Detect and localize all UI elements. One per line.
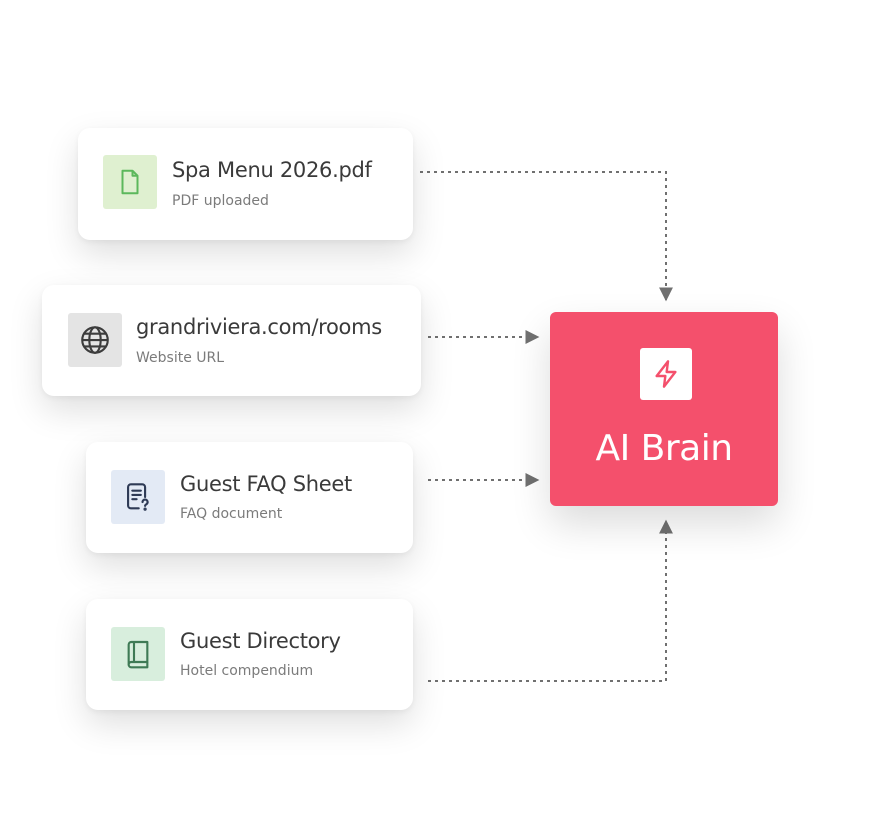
connector-directory <box>428 519 673 682</box>
book-icon <box>111 627 165 681</box>
source-subtitle: FAQ document <box>180 506 283 522</box>
ai-brain-node: AI Brain <box>550 312 778 506</box>
globe-icon <box>68 313 122 367</box>
source-card-spa-menu[interactable]: Spa Menu 2026.pdf PDF uploaded <box>78 128 413 240</box>
source-subtitle: PDF uploaded <box>172 193 269 209</box>
source-card-website[interactable]: grandriviera.com/rooms Website URL <box>42 285 421 396</box>
source-title: Guest FAQ Sheet <box>180 472 352 496</box>
source-title: Spa Menu 2026.pdf <box>172 158 372 182</box>
source-card-directory[interactable]: Guest Directory Hotel compendium <box>86 599 413 710</box>
file-icon <box>103 155 157 209</box>
connector-spa-menu <box>420 171 673 302</box>
ai-brain-label: AI Brain <box>595 428 733 469</box>
faq-document-icon <box>111 470 165 524</box>
source-subtitle: Hotel compendium <box>180 663 314 679</box>
source-subtitle: Website URL <box>136 350 225 366</box>
source-title: grandriviera.com/rooms <box>136 315 382 339</box>
lightning-icon <box>640 348 692 400</box>
source-card-faq[interactable]: Guest FAQ Sheet FAQ document <box>86 442 413 553</box>
source-title: Guest Directory <box>180 629 341 653</box>
